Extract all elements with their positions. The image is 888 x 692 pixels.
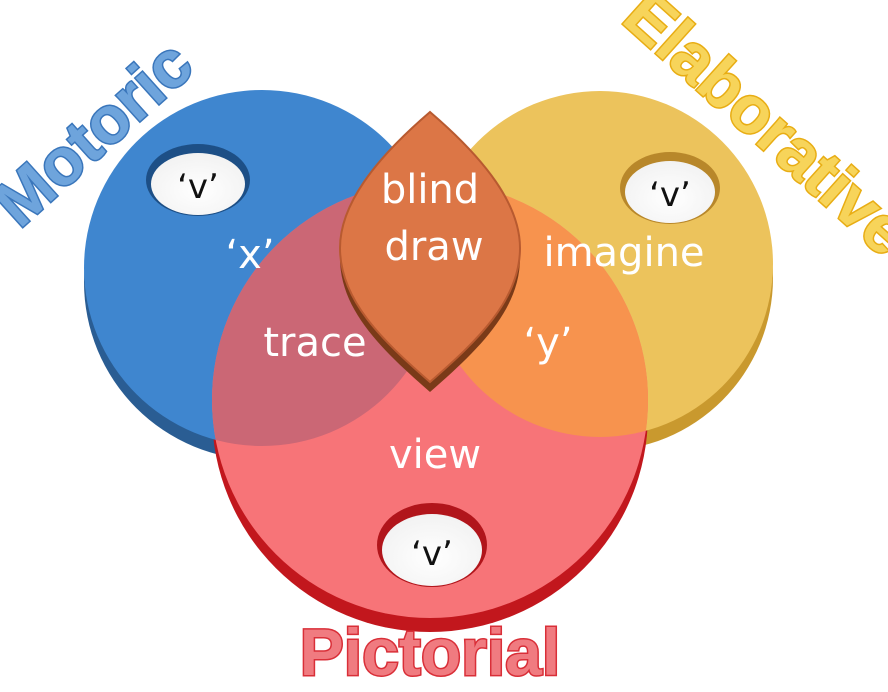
hole-label-elaborative: ‘v’ (649, 175, 691, 215)
motoric-hole (146, 144, 250, 216)
hole-label-pictorial: ‘v’ (411, 534, 453, 574)
region-label-trace: trace (263, 320, 366, 366)
elaborative-hole (620, 152, 720, 224)
region-label-x: ‘x’ (225, 232, 274, 278)
hole-label-motoric: ‘v’ (177, 167, 219, 207)
center-piece (338, 110, 522, 384)
region-label-imagine: imagine (543, 230, 704, 276)
region-label-blind: blind (381, 167, 479, 213)
region-label-draw: draw (384, 224, 483, 270)
region-label-view: view (389, 432, 481, 478)
pictorial-hole (377, 503, 487, 587)
region-label-y: ‘y’ (523, 320, 572, 366)
title-pictorial: Pictorial (300, 615, 560, 689)
